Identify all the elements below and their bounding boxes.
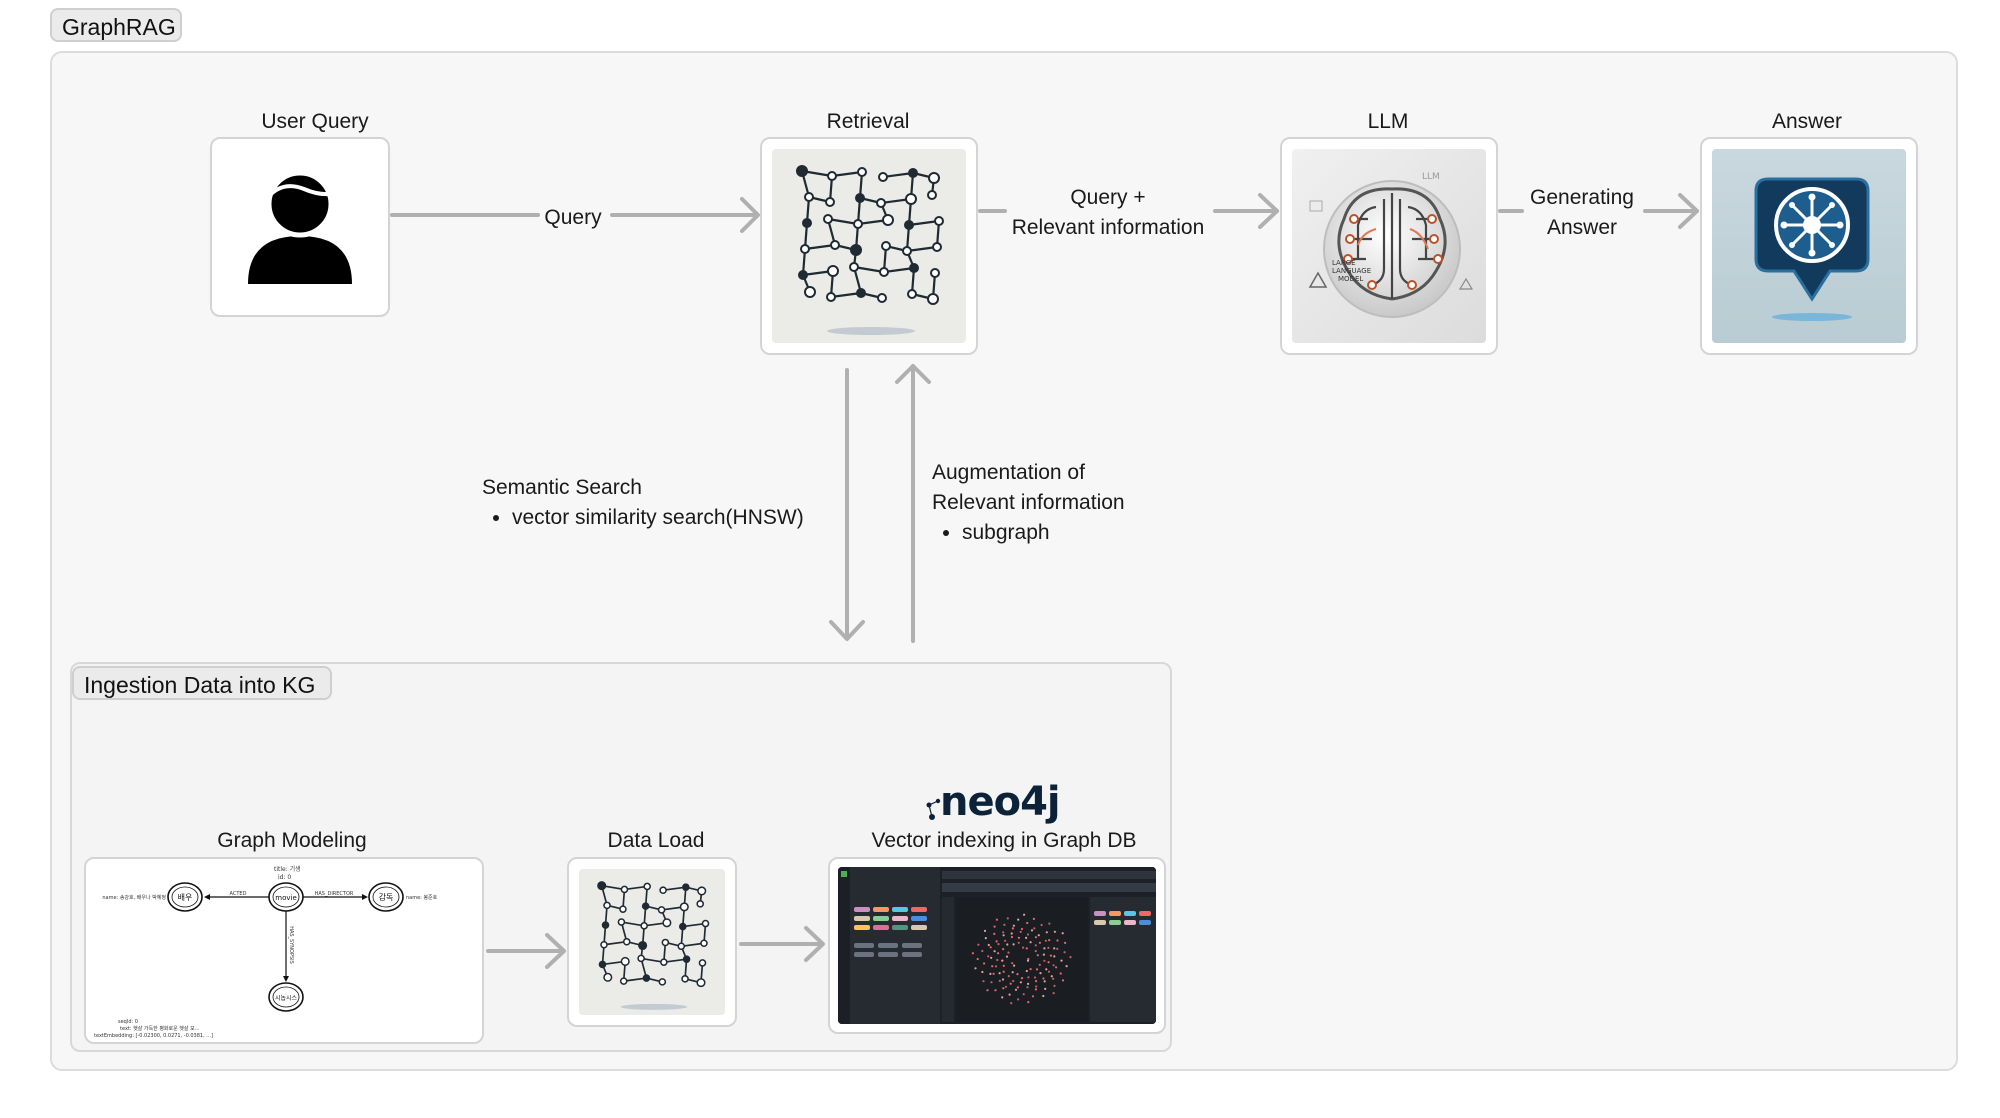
answer-card bbox=[1700, 137, 1918, 355]
seqid-prop: seqId: 0 bbox=[118, 1019, 138, 1025]
augmentation-title-2: Relevant information bbox=[932, 491, 1125, 514]
data-load-card bbox=[567, 857, 737, 1027]
data-load-label: Data Load bbox=[607, 829, 705, 852]
llm-card: LARGE LANGUAGE MODEL LLM bbox=[1280, 137, 1498, 355]
generating-answer-label-1: Generating bbox=[1530, 186, 1634, 209]
retrieval-card bbox=[760, 137, 978, 355]
has-synopsis-edge: HAS_SYNOPSIS bbox=[288, 926, 294, 964]
arrow-semantic-search-head bbox=[829, 620, 865, 641]
neo4j-logo: neo4j bbox=[926, 779, 1061, 825]
arrow-augmentation-head bbox=[895, 364, 931, 384]
arrow-to-answer-head bbox=[1678, 193, 1699, 229]
augmentation-bullet: subgraph bbox=[962, 518, 1125, 548]
query-relevant-label-1: Query + bbox=[1070, 186, 1146, 209]
semantic-search-title: Semantic Search bbox=[482, 476, 642, 499]
neo4j-browser-screenshot bbox=[838, 867, 1156, 1024]
llm-label: LLM bbox=[1367, 110, 1409, 133]
user-query-label: User Query bbox=[261, 110, 369, 133]
augmentation-title-1: Augmentation of bbox=[932, 461, 1085, 484]
llm-image-text-llm: LLM bbox=[1422, 172, 1440, 182]
llm-image-text-large: LARGE bbox=[1332, 259, 1356, 267]
answer-bubble-icon bbox=[1754, 177, 1870, 321]
user-query-card bbox=[210, 137, 390, 317]
query-edge-label: Query bbox=[544, 206, 602, 229]
arrow-to-vector-index-head bbox=[804, 926, 825, 962]
actor-prop: name: 송강호, 배우나 박혜정 bbox=[102, 894, 166, 901]
retrieval-label: Retrieval bbox=[826, 110, 910, 133]
arrow-to-data-load-head bbox=[545, 933, 566, 969]
embedding-prop: textEmbedding: [-0.02300, 0.0271, -0.038… bbox=[94, 1033, 213, 1039]
movie-id-prop: id: 0 bbox=[278, 874, 291, 881]
graph-modeling-label: Graph Modeling bbox=[217, 829, 367, 852]
synopsis-node: 시놉시스 bbox=[275, 995, 298, 1002]
arrow-query-head bbox=[740, 197, 760, 233]
semantic-search-bullet: vector similarity search(HNSW) bbox=[512, 503, 804, 533]
director-prop: name: 봉준호 bbox=[406, 895, 438, 901]
graphrag-title: GraphRAG bbox=[50, 8, 182, 42]
query-relevant-label-2: Relevant information bbox=[1011, 216, 1205, 239]
acted-edge: ACTED bbox=[230, 891, 247, 897]
actor-node: 배우 bbox=[178, 893, 193, 902]
answer-label: Answer bbox=[1771, 110, 1843, 133]
movie-title-prop: title: 기생 bbox=[274, 865, 301, 873]
llm-brain-icon: LARGE LANGUAGE MODEL LLM bbox=[1308, 172, 1474, 318]
generating-answer-label-2: Answer bbox=[1546, 216, 1618, 239]
graph-modeling-card: title: 기생 id: 0 배우 movie 감독 시놉시스 ACTED H… bbox=[84, 857, 484, 1044]
has-director-edge: HAS_DIRECTOR bbox=[315, 891, 354, 897]
llm-image-text-model: MODEL bbox=[1338, 275, 1363, 283]
augmentation-block: Augmentation of Relevant information sub… bbox=[932, 458, 1125, 548]
movie-node: movie bbox=[275, 894, 297, 902]
vector-indexing-card bbox=[828, 857, 1166, 1034]
ingestion-title: Ingestion Data into KG bbox=[72, 666, 332, 700]
vector-indexing-label: Vector indexing in Graph DB bbox=[871, 829, 1137, 852]
arrow-to-llm-head bbox=[1258, 193, 1279, 229]
semantic-search-block: Semantic Search vector similarity search… bbox=[482, 473, 804, 533]
text-prop: text: 햇살 가득한 평화로운 햇살 모... bbox=[120, 1025, 200, 1032]
director-node: 감독 bbox=[379, 892, 394, 902]
knowledge-graph-icon bbox=[796, 165, 944, 335]
user-icon bbox=[248, 170, 352, 284]
neo4j-logo-text: neo4j bbox=[940, 779, 1060, 825]
llm-image-text-language: LANGUAGE bbox=[1332, 267, 1371, 275]
graph-model-diagram: title: 기생 id: 0 배우 movie 감독 시놉시스 ACTED H… bbox=[94, 865, 438, 1039]
knowledge-graph-icon bbox=[597, 881, 710, 1010]
